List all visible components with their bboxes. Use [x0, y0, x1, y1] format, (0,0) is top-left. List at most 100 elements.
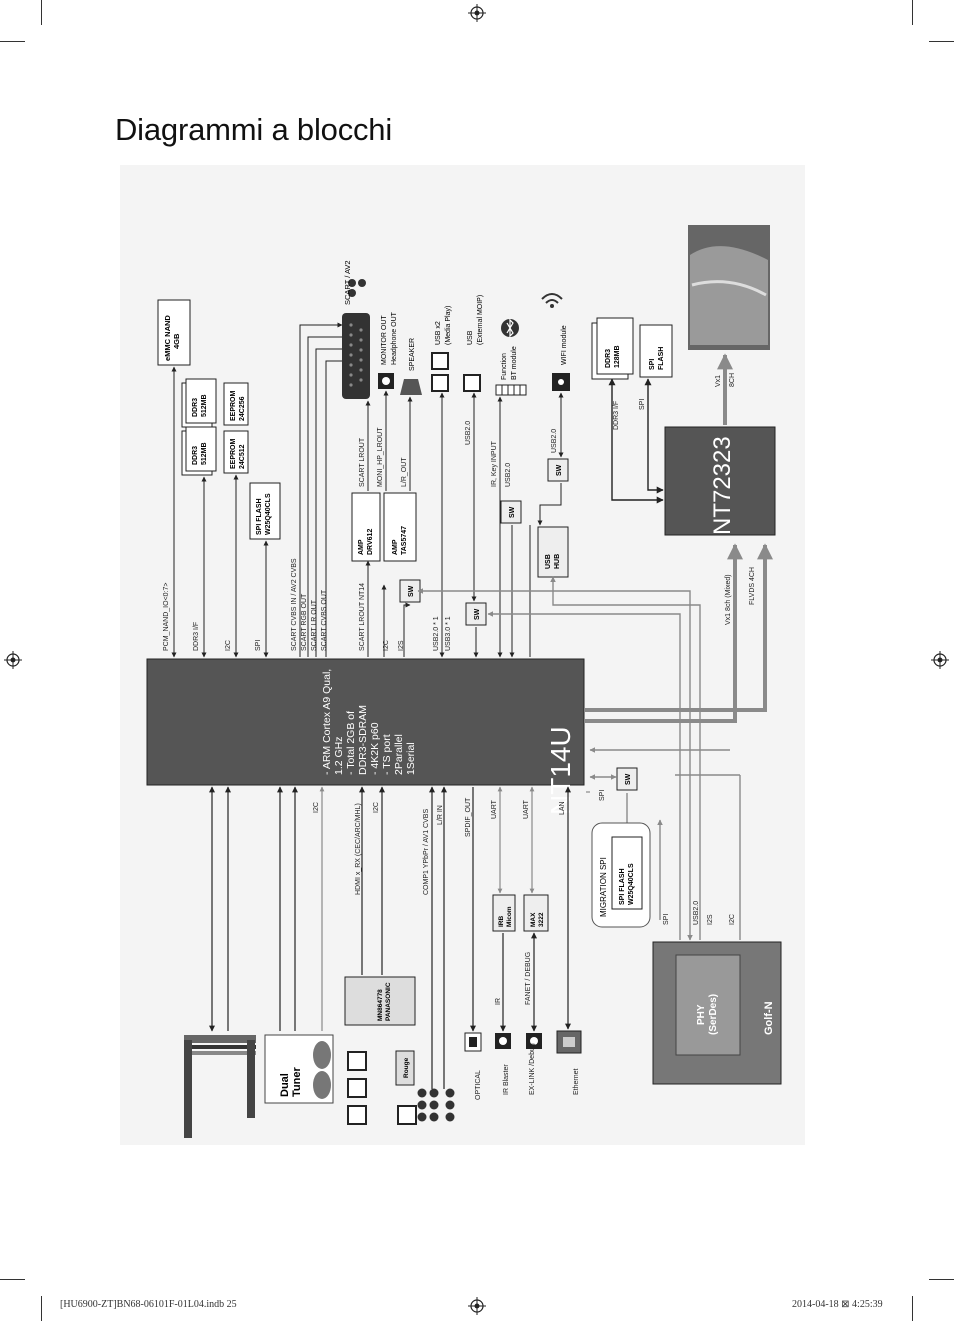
optical-port-icon: [464, 1032, 482, 1052]
max3222-chip: MAX 3222: [523, 894, 549, 932]
svg-text:(SerDes): (SerDes): [708, 994, 719, 1035]
signal-label: MONI_HP_LROUT: [377, 427, 384, 487]
nt72323-label: NT72323: [709, 436, 736, 535]
svg-text:HUB: HUB: [554, 554, 561, 569]
peripheral-label: SCART / AV2: [343, 260, 352, 305]
signal-label: UART: [491, 799, 498, 819]
svg-text:SW: SW: [509, 506, 516, 518]
signal-label: I2C: [313, 802, 320, 813]
peripheral-label: Function: [501, 353, 508, 380]
svg-text:TAS5747: TAS5747: [401, 526, 408, 555]
signal-label: SCART LR OUT: [311, 599, 318, 651]
signal-label: USB3.0 * 1: [445, 616, 452, 651]
signal-label: I2S: [707, 914, 714, 925]
crop-mark: [0, 41, 25, 42]
signal-label: I2C: [225, 640, 232, 651]
svg-text:4GB: 4GB: [172, 333, 181, 349]
signal-label: L/R IN: [437, 805, 444, 825]
crop-mark: [912, 1296, 913, 1321]
scart-connector-icon: [342, 313, 370, 399]
wifi-icon: [541, 293, 570, 391]
registration-mark-icon: [468, 4, 486, 22]
crop-mark: [41, 0, 42, 25]
ddr3-chip-a: DDR3 512MB: [181, 378, 217, 428]
function-keys-icon: [495, 384, 527, 396]
nt14u-spec: - TS port: [381, 734, 393, 775]
nt14u-spec: 2Parallel: [393, 734, 405, 775]
switch-chip: SW: [500, 500, 522, 524]
signal-label: SPI: [255, 640, 262, 651]
crop-mark: [41, 1296, 42, 1321]
signal-label: DDR3 I/F: [613, 401, 620, 430]
dual-tuner-block: Dual Tuner: [264, 1034, 334, 1104]
crop-mark: [929, 41, 954, 42]
migration-spi-block: MIGRATION SPI SPI FLASH W25Q40CLS: [591, 822, 651, 928]
svg-text:Golf-N: Golf-N: [763, 1001, 775, 1035]
signal-label: HDMI x_RX (CEC/ARC/MHL): [355, 803, 362, 895]
peripheral-label: BT module: [511, 346, 518, 380]
registration-mark-icon: [4, 651, 22, 669]
svg-text:FLASH: FLASH: [658, 347, 665, 370]
svg-text:EEPROM: EEPROM: [230, 390, 237, 421]
block-diagram: NT14U - ARM Cortex A9 Qual, 1.2 GHz - To…: [120, 165, 805, 1145]
nt14u-spec: - ARM Cortex A9 Qual,: [321, 669, 333, 775]
registration-mark-icon: [468, 1297, 486, 1315]
svg-text:Micom: Micom: [506, 906, 513, 927]
signal-label: SPDIF_OUT: [465, 797, 472, 837]
nt14u-spec: 1Serial: [405, 742, 417, 775]
switch-chip: SW: [616, 767, 638, 791]
svg-text:IRB: IRB: [498, 916, 505, 928]
av-jacks-icon: [348, 279, 366, 297]
signal-label: OPTICAL: [475, 1070, 482, 1100]
signal-label: I2C: [383, 640, 390, 651]
svg-text:Rouge: Rouge: [403, 1057, 410, 1078]
eeprom-chip-a: EEPROM 24C256: [223, 382, 249, 426]
svg-text:MIGRATION SPI: MIGRATION SPI: [599, 857, 608, 917]
golf-n-block: PHY (SerDes) Golf-N: [652, 941, 782, 1085]
svg-text:SPI FLASH: SPI FLASH: [619, 868, 626, 905]
peripheral-label: MONITOR OUT: [381, 315, 388, 365]
crop-mark: [0, 1279, 25, 1280]
svg-text:EEPROM: EEPROM: [230, 438, 237, 469]
signal-label: I2C: [373, 802, 380, 813]
signal-label: SCART CVBS IN / AV2 CVBS: [291, 558, 298, 651]
signal-label: USB2.0: [465, 421, 472, 445]
signal-label: IR: [495, 998, 502, 1005]
signal-label: SPI: [663, 914, 670, 925]
signal-label: USB2.0: [693, 901, 700, 925]
svg-text:SW: SW: [474, 608, 481, 620]
ir-blaster-icon: [495, 1033, 511, 1049]
signal-label: Vx1 8ch (Mixed): [725, 574, 732, 625]
signal-label: USB2.0 * 1: [433, 616, 440, 651]
peripheral-label: USB x2: [435, 321, 442, 345]
footer-timestamp: 2014-04-18 ⊠ 4:25:39: [792, 1299, 883, 1310]
svg-text:SPI: SPI: [649, 359, 656, 370]
irb-micom-chip: IRB Micom: [492, 894, 516, 932]
svg-text:SPI FLASH: SPI FLASH: [256, 498, 263, 535]
svg-text:MAX: MAX: [530, 912, 537, 927]
signal-label: IR, Key INPUT: [491, 440, 498, 487]
ethernet-port-icon: [556, 1030, 582, 1054]
peripheral-label: WIFI module: [561, 325, 568, 365]
spi-flash-chip-top: SPI FLASH W25Q40CLS: [249, 482, 281, 540]
ddr3-128mb-chip: DDR3 128MB: [591, 317, 634, 380]
crop-mark: [929, 1279, 954, 1280]
signal-label: SCART LROUT: [359, 437, 366, 487]
svg-text:SW: SW: [625, 773, 632, 785]
signal-label: IR Blaster: [503, 1064, 510, 1095]
signal-label: PCM_NAND_IO<0:7>: [163, 583, 170, 651]
svg-text:SW: SW: [408, 585, 415, 597]
nt14u-spec: - 4K2K p60: [369, 722, 381, 775]
peripheral-label: (External MOIP): [477, 295, 484, 345]
footer-file-info: [HU6900-ZT]BN68-06101F-01L04.indb 25: [60, 1299, 237, 1310]
signal-label: FLVDS 4CH: [749, 567, 756, 605]
signal-label: SPI: [599, 790, 606, 801]
nt14u-spec: - Total 2GB of: [345, 711, 357, 775]
page-title: Diagrammi a blocchi: [115, 112, 393, 147]
signal-label: L/R_OUT: [401, 457, 408, 487]
signal-label: USB2.0: [551, 429, 558, 453]
signal-label: SCART LROUT NT14: [359, 583, 366, 651]
switch-chip: SW: [399, 579, 421, 603]
svg-text:24C512: 24C512: [239, 444, 246, 469]
registration-mark-icon: [931, 651, 949, 669]
